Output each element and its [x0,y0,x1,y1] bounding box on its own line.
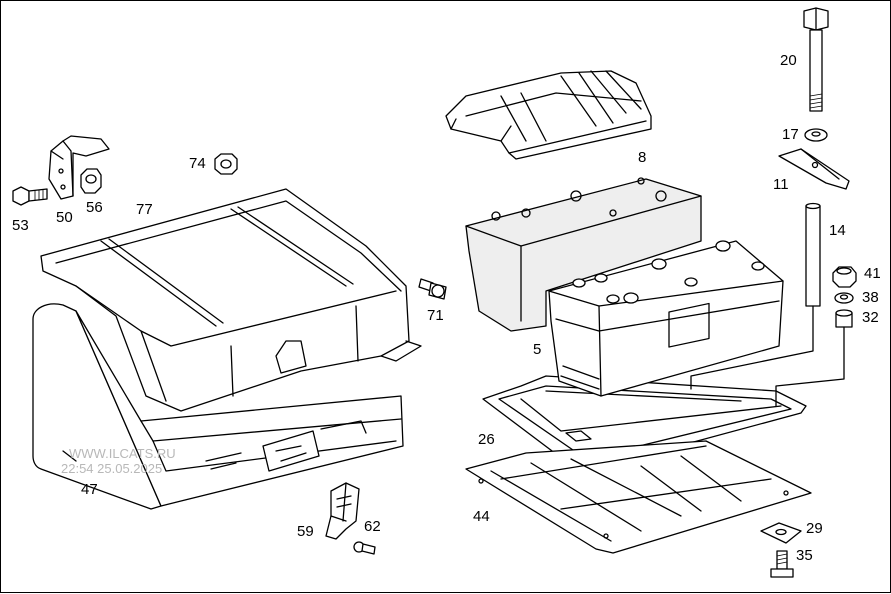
bolt-35[interactable] [770,550,794,578]
battery-box-lid[interactable] [40,188,422,412]
callout-20[interactable]: 20 [780,52,797,69]
callout-35[interactable]: 35 [796,547,813,564]
callout-71[interactable]: 71 [427,307,444,324]
callout-8[interactable]: 8 [638,149,647,166]
threaded-rod[interactable] [690,202,821,390]
callout-29[interactable]: 29 [806,520,823,537]
callout-44[interactable]: 44 [473,508,490,525]
long-bolt[interactable] [803,7,829,112]
battery-hold-down-clamp[interactable] [445,70,652,160]
callout-17[interactable]: 17 [782,126,799,143]
bolt-71[interactable] [418,278,447,300]
battery-box-housing[interactable] [32,303,404,510]
callout-47[interactable]: 47 [81,481,98,498]
battery-front[interactable] [548,240,784,397]
callout-41[interactable]: 41 [864,265,881,282]
rivet-62[interactable] [353,541,376,555]
callout-32[interactable]: 32 [862,309,879,326]
callout-53[interactable]: 53 [12,217,29,234]
nut-41[interactable] [832,266,857,288]
washer-17[interactable] [804,128,828,142]
callout-5[interactable]: 5 [533,341,542,358]
clamp-bar[interactable] [778,148,850,190]
bolt-53[interactable] [12,186,48,206]
callout-14[interactable]: 14 [829,222,846,239]
callout-59[interactable]: 59 [297,523,314,540]
nut-56[interactable] [80,168,102,194]
watermark-timestamp: 22:54 25.05.2025 [61,461,163,476]
callout-62[interactable]: 62 [364,518,381,535]
callout-56[interactable]: 56 [86,199,103,216]
callout-38[interactable]: 38 [862,289,879,306]
nut-74[interactable] [214,153,238,175]
callout-26[interactable]: 26 [478,431,495,448]
callout-74[interactable]: 74 [189,155,206,172]
latch-59[interactable] [325,482,360,540]
watermark-site: WWW.ILCATS.RU [69,446,176,461]
battery-tray-frame[interactable] [482,375,807,472]
plate-29[interactable] [760,522,802,544]
bracket-50[interactable] [48,135,110,200]
spacer-32[interactable] [775,309,853,407]
battery-rear[interactable] [465,177,702,332]
washer-38[interactable] [834,292,854,304]
callout-50[interactable]: 50 [56,209,73,226]
battery-base-plate[interactable] [465,440,812,554]
callout-77[interactable]: 77 [136,201,153,218]
callout-11[interactable]: 11 [773,176,789,193]
